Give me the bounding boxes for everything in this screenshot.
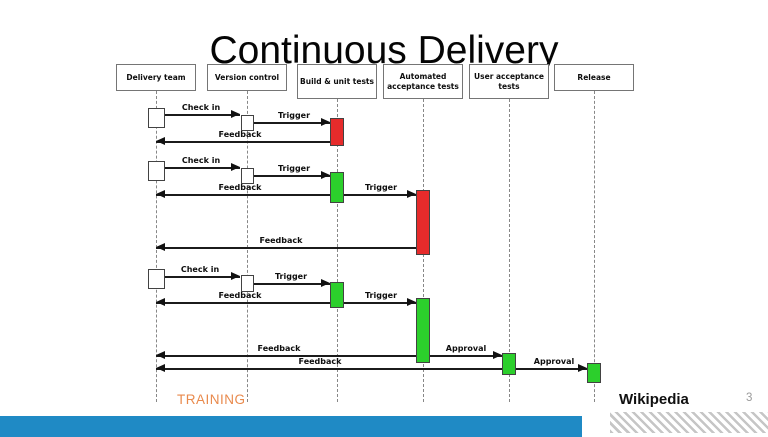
message-label-feedback: Feedback [218,183,262,192]
message-arrowhead-icon [407,298,416,306]
message-line-feedback [156,355,416,357]
message-arrowhead-icon [156,243,165,251]
message-line-check-in [164,276,240,278]
activation-bar-build-unit-tests [330,282,344,308]
message-line-trigger [253,175,330,177]
lifeline-build-unit-tests [337,99,338,402]
message-label-approval: Approval [533,357,575,366]
source-attribution: Wikipedia [619,391,689,408]
message-label-feedback: Feedback [259,236,303,245]
activation-bar-delivery-team [147,108,165,128]
activation-bar-version-control [240,115,254,131]
lifeline-label-automated-acceptance-tests: Automated acceptance tests [387,71,459,91]
message-line-trigger [253,122,330,124]
lifeline-label-delivery-team: Delivery team [126,72,186,82]
message-arrowhead-icon [231,272,240,280]
message-line-check-in [164,167,240,169]
message-line-feedback [156,247,416,249]
message-line-feedback [156,194,330,196]
message-label-trigger: Trigger [277,111,311,120]
lifeline-label-build-unit-tests: Build & unit tests [300,76,374,86]
activation-bar-delivery-team [147,269,165,289]
message-arrowhead-icon [156,190,165,198]
lifeline-label-version-control: Version control [214,72,280,82]
activation-bar-version-control [240,168,254,184]
message-label-feedback: Feedback [298,357,342,366]
message-arrowhead-icon [493,351,502,359]
message-line-feedback [156,141,330,143]
message-arrowhead-icon [156,364,165,372]
lifeline-label-release: Release [577,72,611,82]
footer-accent-bar [0,416,582,437]
lifeline-head-automated-acceptance-tests: Automated acceptance tests [383,64,463,99]
message-label-trigger: Trigger [364,291,398,300]
message-line-feedback [156,368,502,370]
message-line-trigger [344,194,416,196]
message-line-approval [516,368,587,370]
message-arrowhead-icon [578,364,587,372]
lifeline-head-version-control: Version control [207,64,287,91]
message-arrowhead-icon [407,190,416,198]
message-label-feedback: Feedback [218,130,262,139]
activation-bar-user-acceptance-tests [502,353,516,375]
page-number: 3 [746,392,753,404]
message-arrowhead-icon [321,118,330,126]
activation-bar-release [587,363,601,383]
activation-bar-build-unit-tests [330,172,344,203]
lifeline-release [594,91,595,402]
message-arrowhead-icon [321,279,330,287]
message-label-approval: Approval [445,344,487,353]
message-arrowhead-icon [156,351,165,359]
footer-hatch-decoration [610,412,768,433]
message-label-trigger: Trigger [277,164,311,173]
message-arrowhead-icon [156,137,165,145]
message-line-trigger [253,283,330,285]
lifeline-head-build-unit-tests: Build & unit tests [297,64,377,99]
message-line-check-in [164,114,240,116]
activation-bar-version-control [240,275,254,292]
lifeline-label-user-acceptance-tests: User acceptance tests [474,71,544,91]
message-line-approval [430,355,502,357]
message-label-check-in: Check in [181,156,221,165]
message-line-trigger [344,302,416,304]
lifeline-head-release: Release [554,64,634,91]
message-line-feedback [156,302,330,304]
message-label-feedback: Feedback [257,344,301,353]
training-watermark: TRAINING [177,392,246,407]
message-label-check-in: Check in [180,265,220,274]
message-label-trigger: Trigger [274,272,308,281]
activation-bar-delivery-team [147,161,165,181]
message-arrowhead-icon [231,110,240,118]
lifeline-head-delivery-team: Delivery team [116,64,196,91]
message-arrowhead-icon [156,298,165,306]
activation-bar-automated-acceptance-tests [416,298,430,363]
lifeline-version-control [247,91,248,402]
message-arrowhead-icon [321,171,330,179]
lifeline-head-user-acceptance-tests: User acceptance tests [469,64,549,99]
message-label-check-in: Check in [181,103,221,112]
lifeline-user-acceptance-tests [509,99,510,402]
message-arrowhead-icon [231,163,240,171]
message-label-trigger: Trigger [364,183,398,192]
message-label-feedback: Feedback [218,291,262,300]
activation-bar-build-unit-tests [330,118,344,146]
activation-bar-automated-acceptance-tests [416,190,430,255]
